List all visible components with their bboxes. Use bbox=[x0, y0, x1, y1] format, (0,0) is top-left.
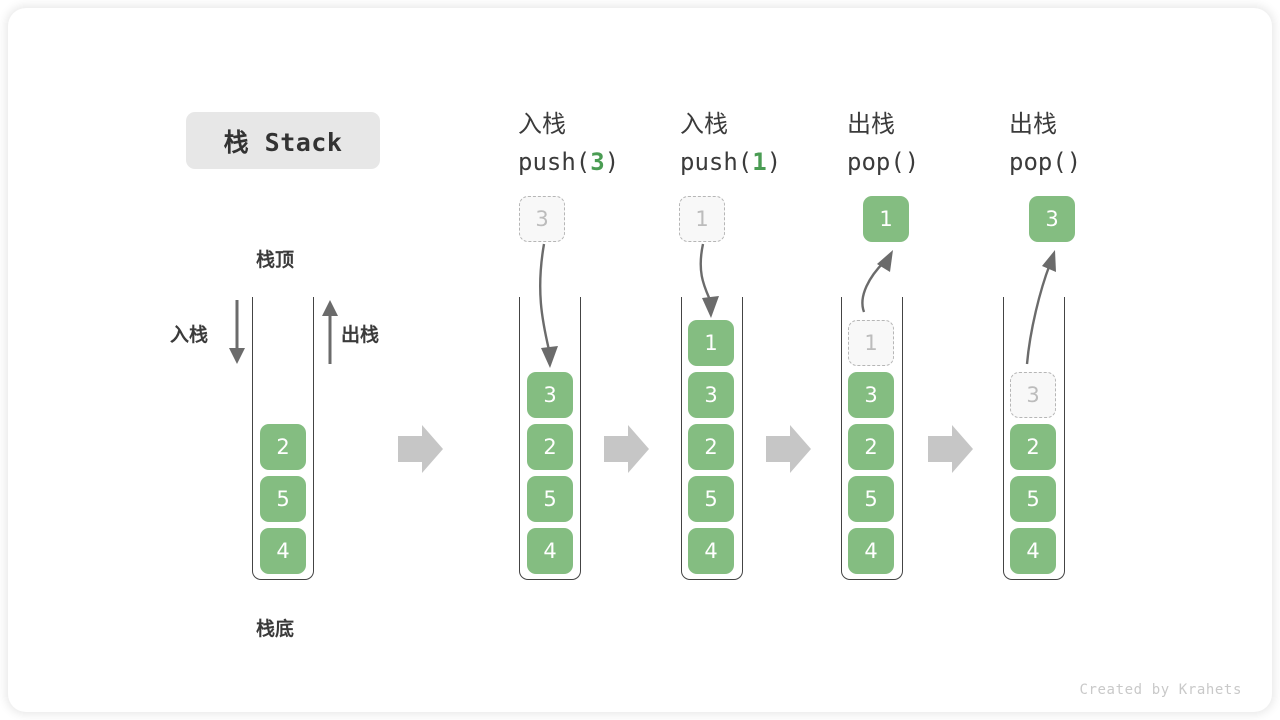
step-3-floating-cell: 3 bbox=[1029, 196, 1075, 242]
step-1-cell-1: 3 bbox=[688, 372, 734, 418]
step-caption-0: 入栈 push(3) bbox=[518, 105, 678, 181]
step-op-cn-0: 入栈 bbox=[518, 110, 566, 138]
step-op-cn-3: 出栈 bbox=[1009, 110, 1057, 138]
step-0-cell-0: 3 bbox=[527, 372, 573, 418]
code-suffix-1: ) bbox=[766, 148, 782, 176]
code-prefix-2: pop( bbox=[847, 148, 905, 176]
code-suffix-2: ) bbox=[904, 148, 920, 176]
step-1-cell-3: 5 bbox=[688, 476, 734, 522]
code-suffix-0: ) bbox=[604, 148, 620, 176]
overview-stack-container bbox=[252, 297, 314, 580]
step-2-cell-1: 3 bbox=[848, 372, 894, 418]
overview-cell-0: 2 bbox=[260, 424, 306, 470]
step-op-code-3: pop() bbox=[1009, 143, 1169, 181]
overview-cell-1: 5 bbox=[260, 476, 306, 522]
step-0-cell-2: 5 bbox=[527, 476, 573, 522]
step-2-stack-container bbox=[841, 297, 903, 580]
diagram-title: 栈 Stack bbox=[186, 112, 380, 169]
step-3-cell-0: 3 bbox=[1010, 372, 1056, 418]
step-caption-3: 出栈 pop() bbox=[1009, 105, 1169, 181]
stack-top-label: 栈顶 bbox=[256, 249, 295, 271]
step-op-cn-2: 出栈 bbox=[847, 110, 895, 138]
step-2-cell-3: 5 bbox=[848, 476, 894, 522]
step-2-cell-2: 2 bbox=[848, 424, 894, 470]
step-caption-1: 入栈 push(1) bbox=[680, 105, 840, 181]
step-3-cell-3: 4 bbox=[1010, 528, 1056, 574]
stack-bottom-label: 栈底 bbox=[256, 618, 295, 640]
step-1-cell-0: 1 bbox=[688, 320, 734, 366]
step-3-cell-2: 5 bbox=[1010, 476, 1056, 522]
step-2-cell-4: 4 bbox=[848, 528, 894, 574]
code-prefix-0: push( bbox=[518, 148, 591, 176]
code-suffix-3: ) bbox=[1066, 148, 1082, 176]
code-prefix-1: push( bbox=[680, 148, 753, 176]
code-arg-0: 3 bbox=[590, 148, 605, 176]
footer-credit: Created by Krahets bbox=[1079, 682, 1242, 698]
step-3-stack-container bbox=[1003, 297, 1065, 580]
overview-push-label: 入栈 bbox=[170, 324, 209, 346]
step-0-floating-cell: 3 bbox=[519, 196, 565, 242]
step-2-floating-cell: 1 bbox=[863, 196, 909, 242]
step-caption-2: 出栈 pop() bbox=[847, 105, 1007, 181]
step-op-cn-1: 入栈 bbox=[680, 110, 728, 138]
step-0-cell-3: 4 bbox=[527, 528, 573, 574]
step-3-cell-1: 2 bbox=[1010, 424, 1056, 470]
step-1-floating-cell: 1 bbox=[679, 196, 725, 242]
overview-cell-2: 4 bbox=[260, 528, 306, 574]
step-1-stack-container bbox=[681, 297, 743, 580]
step-op-code-2: pop() bbox=[847, 143, 1007, 181]
overview-pop-label: 出栈 bbox=[341, 324, 380, 346]
step-op-code-0: push(3) bbox=[518, 143, 678, 181]
code-arg-1: 1 bbox=[752, 148, 767, 176]
step-1-cell-4: 4 bbox=[688, 528, 734, 574]
step-2-cell-0: 1 bbox=[848, 320, 894, 366]
step-0-cell-1: 2 bbox=[527, 424, 573, 470]
step-1-cell-2: 2 bbox=[688, 424, 734, 470]
step-0-stack-container bbox=[519, 297, 581, 580]
code-prefix-3: pop( bbox=[1009, 148, 1067, 176]
step-op-code-1: push(1) bbox=[680, 143, 840, 181]
